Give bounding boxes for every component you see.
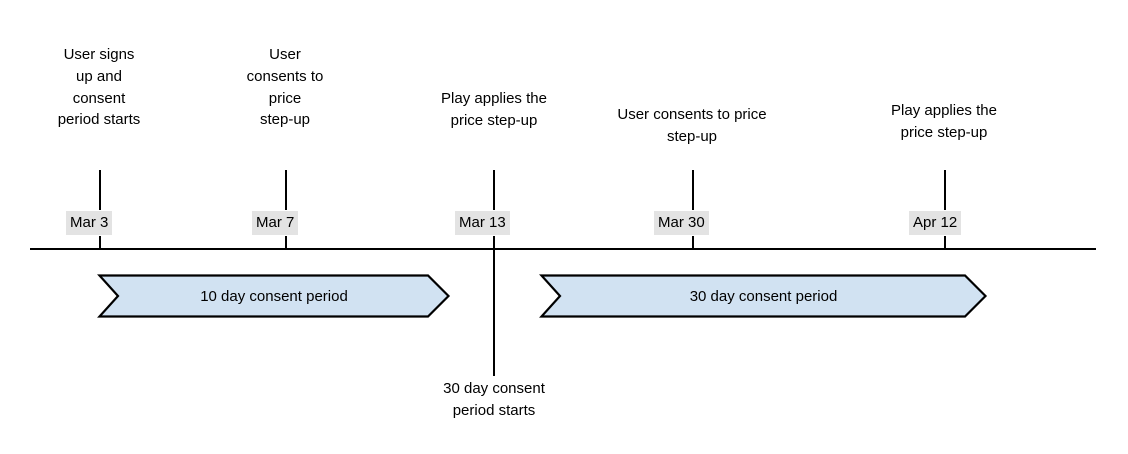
tick-mar-7 <box>285 170 287 210</box>
tick-mar-7-lower <box>285 236 287 250</box>
tick-mar-13-extended <box>493 236 495 376</box>
date-chip-mar-7: Mar 7 <box>252 211 299 235</box>
event-caption-mar-13: Play applies the price step-up <box>441 90 547 129</box>
chevron-shape-10-day <box>97 274 451 318</box>
event-caption-apr-12: Play applies the price step-up <box>891 102 997 141</box>
chevron-shape-30-day <box>539 274 988 318</box>
consent-period-banner-30-day: 30 day consent period <box>539 274 988 318</box>
tick-apr-12 <box>944 170 946 210</box>
date-chip-mar-30: Mar 30 <box>654 211 709 235</box>
tick-mar-30 <box>692 170 694 210</box>
tick-apr-12-lower <box>944 236 946 250</box>
event-caption-mar-7: User consents to price step-up <box>246 46 324 129</box>
tick-mar-13 <box>493 170 495 210</box>
tick-mar-3 <box>99 170 101 210</box>
timeline-axis <box>30 248 1096 250</box>
event-caption-mar-30: User consents to price step-up <box>617 106 767 145</box>
tick-mar-3-lower <box>99 236 101 250</box>
tick-mar-30-lower <box>692 236 694 250</box>
event-caption-mar-13-below: 30 day consent period starts <box>443 380 545 419</box>
event-caption-mar-3: User signs up and consent period starts <box>57 46 141 129</box>
date-chip-mar-13: Mar 13 <box>455 211 510 235</box>
date-chip-apr-12: Apr 12 <box>909 211 962 235</box>
date-chip-mar-3: Mar 3 <box>66 211 113 235</box>
consent-period-banner-10-day: 10 day consent period <box>97 274 451 318</box>
